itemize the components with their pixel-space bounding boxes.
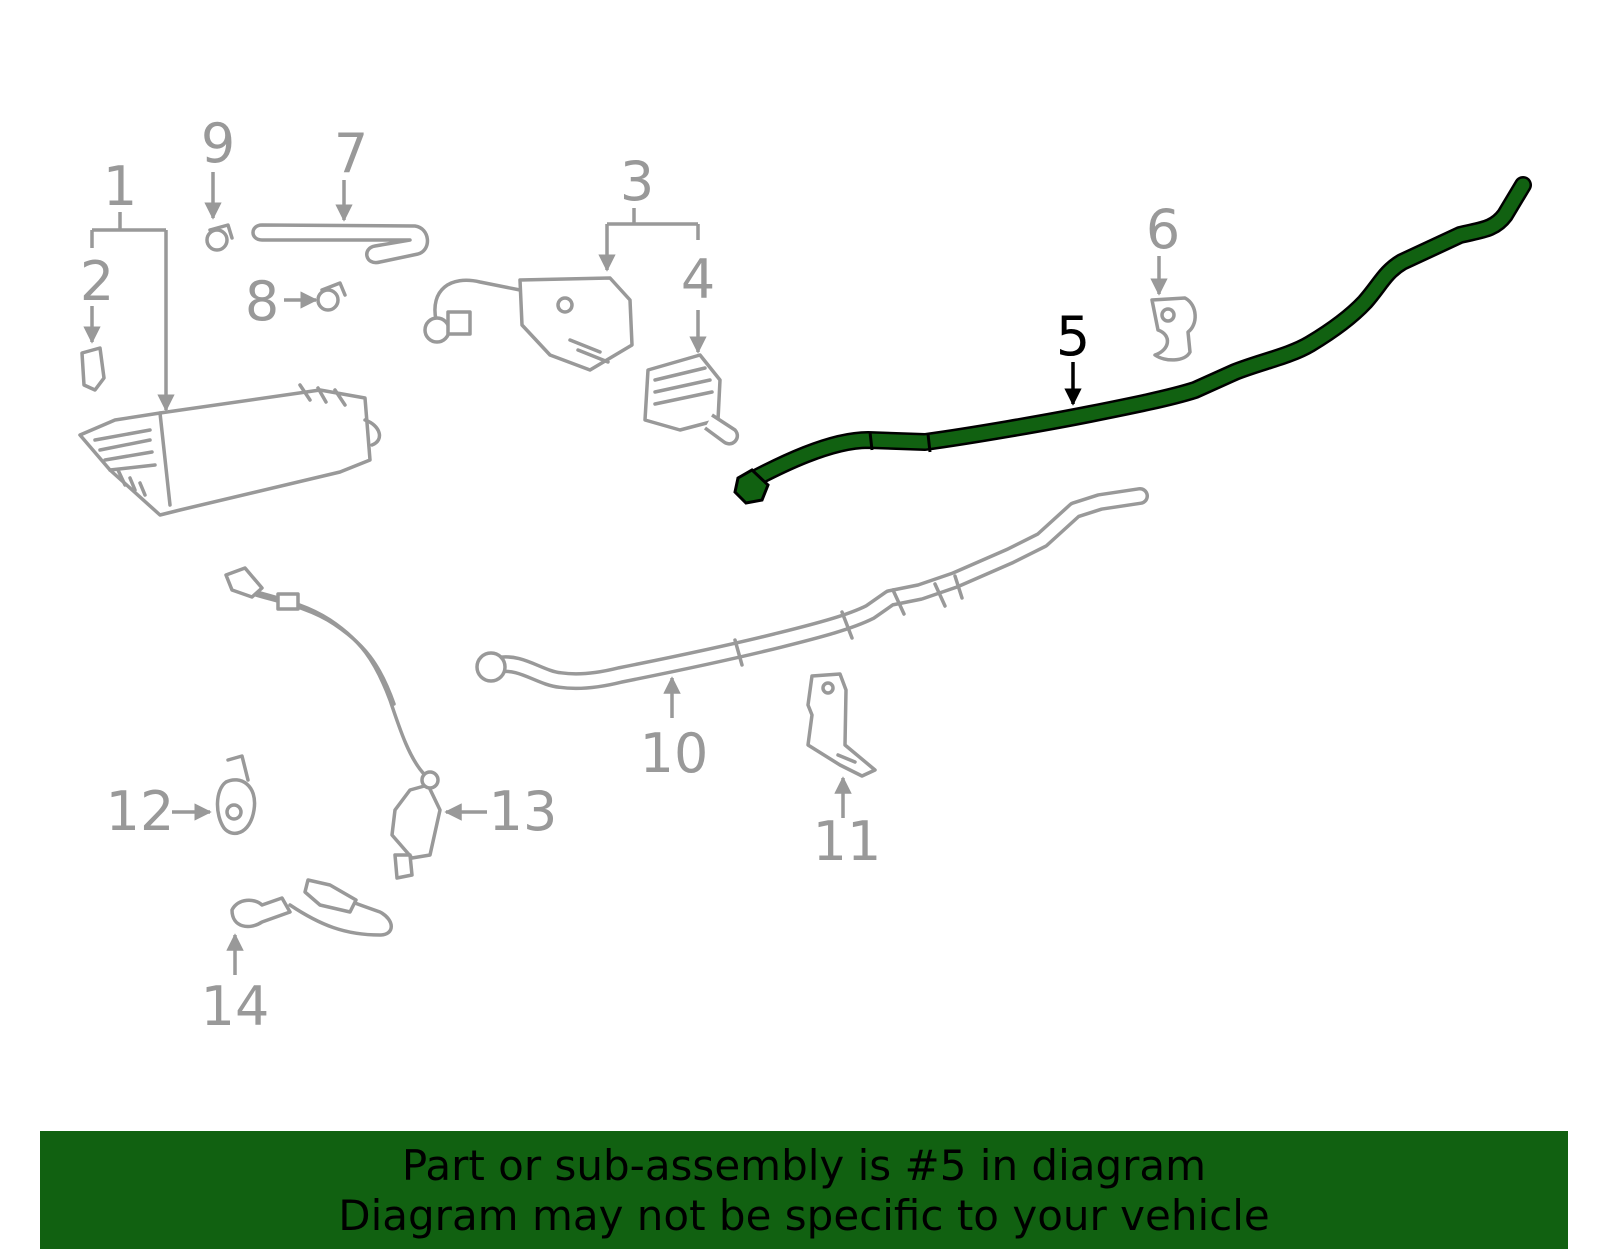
part-10-hose[interactable] <box>475 487 1149 691</box>
leader-1 <box>92 212 166 410</box>
part-6-clip[interactable] <box>1150 296 1197 362</box>
leader-3 <box>607 208 698 270</box>
callout-4: 4 <box>681 248 715 311</box>
callout-5: 5 <box>1056 305 1090 368</box>
callout-14: 14 <box>201 975 270 1038</box>
part-5-vapor-hose[interactable] <box>733 176 1532 505</box>
callout-6: 6 <box>1146 198 1180 261</box>
part-8-clamp[interactable] <box>316 281 347 312</box>
part-13-oxygen-sensor[interactable] <box>224 566 442 880</box>
part-1-canister[interactable] <box>78 383 382 517</box>
callout-11: 11 <box>813 810 882 873</box>
part-2-connector[interactable] <box>80 346 106 392</box>
callout-2: 2 <box>80 250 114 313</box>
part-14-oxygen-sensor[interactable] <box>230 878 393 937</box>
part-4-purge-valve[interactable] <box>643 353 740 446</box>
part-3-sensor-assembly[interactable] <box>423 276 634 372</box>
part-12-knock-sensor[interactable] <box>215 754 257 836</box>
callout-1: 1 <box>103 155 137 218</box>
callout-7: 7 <box>334 122 368 185</box>
part-9-clamp[interactable] <box>205 223 234 252</box>
part-7-hose[interactable] <box>251 223 430 265</box>
callout-3: 3 <box>620 150 654 213</box>
part-11-bracket[interactable] <box>806 672 877 778</box>
banner-line-1: Part or sub-assembly is #5 in diagram <box>401 1141 1207 1190</box>
callout-8: 8 <box>245 270 279 333</box>
callout-9: 9 <box>201 112 235 175</box>
banner-line-2: Diagram may not be specific to your vehi… <box>338 1191 1270 1240</box>
callout-13: 13 <box>489 780 558 843</box>
callout-12: 12 <box>106 780 175 843</box>
info-banner: Part or sub-assembly is #5 in diagram Di… <box>40 1131 1568 1249</box>
callout-10: 10 <box>640 722 709 785</box>
